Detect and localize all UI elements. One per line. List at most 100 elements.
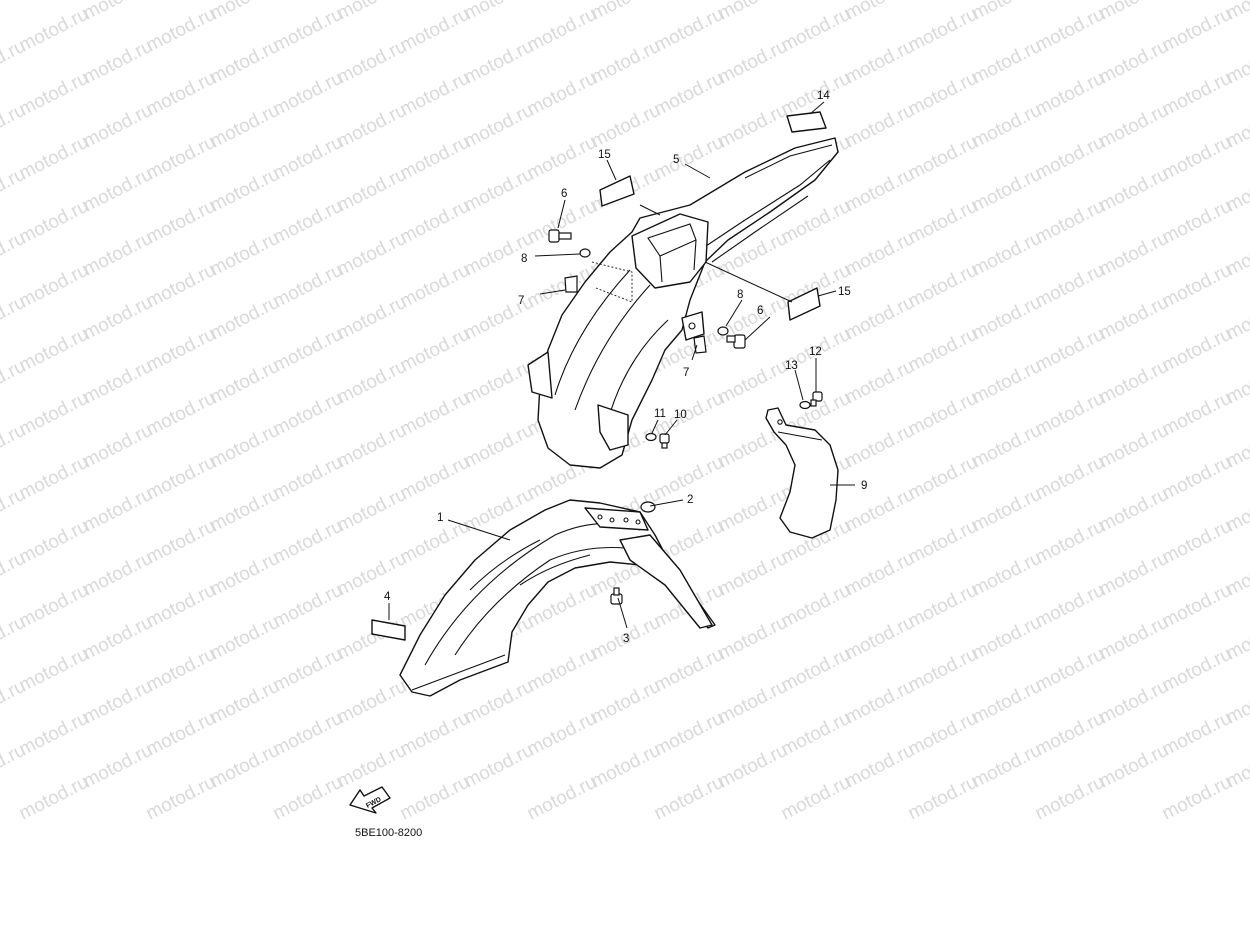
watermark-text: motod.ru bbox=[397, 708, 473, 761]
watermark-text: motod.ru bbox=[461, 164, 537, 217]
watermark-text: motod.ru bbox=[969, 612, 1045, 665]
watermark-text: motod.ru bbox=[207, 100, 283, 153]
watermark-text: motod.ru bbox=[842, 36, 918, 89]
watermark-text: motod.ru bbox=[524, 132, 600, 185]
watermark-text: motod.ru bbox=[715, 36, 791, 89]
watermark-text: motod.ru bbox=[143, 708, 219, 761]
watermark-text: motod.ru bbox=[1032, 260, 1108, 313]
washer-11-icon bbox=[645, 432, 657, 442]
watermark-text: motod.ru bbox=[778, 580, 854, 633]
watermark-text: motod.ru bbox=[1159, 196, 1235, 249]
watermark-text: motod.ru bbox=[651, 708, 727, 761]
callout-5: 5 bbox=[673, 154, 679, 166]
watermark-text: motod.ru bbox=[715, 740, 791, 793]
callout-2: 2 bbox=[687, 494, 693, 506]
watermark-text: motod.ru bbox=[1032, 324, 1108, 377]
watermark-text: motod.ru bbox=[842, 548, 918, 601]
watermark-text: motod.ru bbox=[334, 740, 410, 793]
watermark-text: motod.ru bbox=[715, 676, 791, 729]
watermark-text: motod.ru bbox=[969, 676, 1045, 729]
watermark-text: motod.ru bbox=[842, 420, 918, 473]
watermark-text: motod.ru bbox=[143, 516, 219, 569]
front-fender bbox=[399, 499, 716, 697]
watermark-text: motod.ru bbox=[1096, 100, 1172, 153]
watermark-text: motod.ru bbox=[207, 420, 283, 473]
watermark-text: motod.ru bbox=[1032, 580, 1108, 633]
watermark-text: motod.ru bbox=[1032, 516, 1108, 569]
watermark-text: motod.ru bbox=[16, 4, 92, 57]
grommet-2-icon bbox=[640, 501, 656, 513]
watermark-text: motod.ru bbox=[778, 708, 854, 761]
watermark-text: motod.ru bbox=[1096, 420, 1172, 473]
watermark-text: motod.ru bbox=[270, 388, 346, 441]
decals bbox=[371, 111, 827, 641]
watermark-text: motod.ru bbox=[80, 548, 156, 601]
callout-7-left: 7 bbox=[518, 295, 524, 307]
watermark-text: motod.ru bbox=[16, 452, 92, 505]
callout-10: 10 bbox=[674, 409, 687, 421]
callout-14: 14 bbox=[817, 90, 830, 102]
watermark-text: motod.ru bbox=[270, 132, 346, 185]
watermark-text: motod.ru bbox=[905, 132, 981, 185]
watermark-text: motod.ru bbox=[334, 100, 410, 153]
watermark-text: motod.ru bbox=[143, 452, 219, 505]
watermark-text: motod.ru bbox=[270, 452, 346, 505]
watermark-text: motod.ru bbox=[334, 36, 410, 89]
watermark-text: motod.ru bbox=[270, 260, 346, 313]
watermark-text: motod.ru bbox=[778, 644, 854, 697]
watermark-text: motod.ru bbox=[905, 644, 981, 697]
watermark-text: motod.ru bbox=[334, 164, 410, 217]
watermark-text: motod.ru bbox=[270, 644, 346, 697]
bolt-left-icon bbox=[548, 229, 572, 243]
watermark-text: motod.ru bbox=[80, 676, 156, 729]
watermark-text: motod.ru bbox=[524, 772, 600, 825]
watermark-text: motod.ru bbox=[334, 356, 410, 409]
watermark-text: motod.ru bbox=[969, 484, 1045, 537]
watermark-text: motod.ru bbox=[397, 196, 473, 249]
callout-4: 4 bbox=[384, 591, 391, 603]
watermark-text: motod.ru bbox=[778, 196, 854, 249]
watermark-text: motod.ru bbox=[969, 228, 1045, 281]
watermark-text: motod.ru bbox=[270, 580, 346, 633]
watermark-text: motod.ru bbox=[461, 740, 537, 793]
watermark-text: motod.ru bbox=[397, 132, 473, 185]
watermark-text: motod.ru bbox=[715, 356, 791, 409]
watermark-text: motod.ru bbox=[842, 484, 918, 537]
watermark-text: motod.ru bbox=[905, 708, 981, 761]
watermark-text: motod.ru bbox=[524, 708, 600, 761]
callout-6-left: 6 bbox=[561, 188, 567, 200]
watermark-text: motod.ru bbox=[588, 676, 664, 729]
watermark-text: motod.ru bbox=[588, 36, 664, 89]
watermark-text: motod.ru bbox=[969, 420, 1045, 473]
watermark-text: motod.ru bbox=[1159, 452, 1235, 505]
watermark-text: motod.ru bbox=[16, 68, 92, 121]
watermark-text: motod.ru bbox=[80, 228, 156, 281]
watermark-text: motod.ru bbox=[80, 612, 156, 665]
mud-flap bbox=[765, 407, 839, 539]
watermark-text: motod.ru bbox=[969, 36, 1045, 89]
watermark-text: motod.ru bbox=[270, 708, 346, 761]
watermark-text: motod.ru bbox=[16, 708, 92, 761]
watermark-text: motod.ru bbox=[207, 548, 283, 601]
watermark-text: motod.ru bbox=[1159, 772, 1235, 825]
watermark-text: motod.ru bbox=[1032, 388, 1108, 441]
watermark-text: motod.ru bbox=[397, 772, 473, 825]
watermark-text: motod.ru bbox=[1159, 388, 1235, 441]
watermark-text: motod.ru bbox=[778, 772, 854, 825]
watermark-text: motod.ru bbox=[1159, 132, 1235, 185]
watermark-text: motod.ru bbox=[1032, 452, 1108, 505]
watermark-text: motod.ru bbox=[1159, 260, 1235, 313]
watermark-text: motod.ru bbox=[397, 388, 473, 441]
watermark-text: motod.ru bbox=[715, 292, 791, 345]
watermark-text: motod.ru bbox=[16, 644, 92, 697]
watermark-text: motod.ru bbox=[143, 68, 219, 121]
watermark-text: motod.ru bbox=[524, 644, 600, 697]
watermark-text: motod.ru bbox=[969, 548, 1045, 601]
watermark-text: motod.ru bbox=[1159, 516, 1235, 569]
watermark-text: motod.ru bbox=[143, 772, 219, 825]
watermark-text: motod.ru bbox=[461, 420, 537, 473]
watermark-text: motod.ru bbox=[905, 68, 981, 121]
watermark-text: motod.ru bbox=[969, 292, 1045, 345]
watermark-text: motod.ru bbox=[207, 484, 283, 537]
watermark-text: motod.ru bbox=[1159, 324, 1235, 377]
